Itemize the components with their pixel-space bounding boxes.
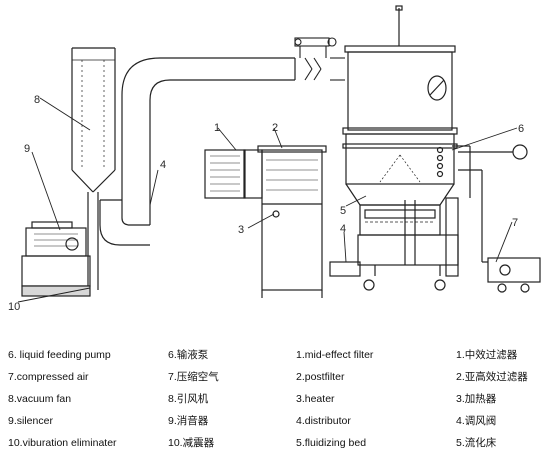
callout-3: 3 [238,224,244,236]
filter-heater-housing [204,145,327,298]
compressed-air-inlet [458,144,528,160]
legend-zh-9: 9.消音器 [168,414,209,427]
legend-en-1: 1.mid-effect filter [296,349,374,361]
legend-en-2: 2.postfilter [296,371,345,383]
legend-zh-4: 4.调风阀 [456,414,496,427]
damper-valve [294,37,345,81]
legend-zh-8: 8.引风机 [168,392,209,405]
callout-10: 10 [8,301,20,313]
legend-zh-6: 6.输液泵 [168,348,209,361]
legend: 6. liquid feeding pump 7.compressed air … [8,348,528,449]
legend-zh-7: 7.压缩空气 [168,370,219,383]
legend-zh-2: 2.亚高效过滤器 [456,370,528,383]
fluid-bed-dryer [329,5,471,291]
legend-en-10: 10.viburation eliminater [8,437,117,449]
callout-2: 2 [272,122,278,134]
legend-en-5: 5.fluidizing bed [296,437,366,449]
legend-en-6: 6. liquid feeding pump [8,349,111,361]
exhaust-duct [87,57,296,290]
callout-7: 6 [518,123,524,135]
callout-4-upper: 4 [160,159,166,171]
legend-zh-5: 5.流化床 [456,436,497,449]
legend-en-9: 9.silencer [8,415,53,427]
legend-en-4: 4.distributor [296,415,351,427]
legend-zh-10: 10.减震器 [168,437,215,449]
legend-en-7: 7.compressed air [8,371,89,383]
silencer [71,47,116,193]
vacuum-fan [21,221,91,297]
callout-6: 7 [512,217,518,229]
callout-5: 5 [340,205,346,217]
callout-1: 1 [214,122,220,134]
legend-zh-1: 1.中效过滤器 [456,348,518,361]
legend-en-8: 8.vacuum fan [8,393,71,405]
callout-labels: 8 9 4 1 2 3 5 4 6 7 10 [8,94,524,313]
legend-en-3: 3.heater [296,393,335,405]
callout-9: 8 [34,94,40,106]
callout-8: 9 [24,143,30,155]
legend-zh-3: 3.加热器 [456,392,497,405]
liquid-feeding-pump [458,169,541,293]
leader-lines [17,97,518,303]
callout-4-lower: 4 [340,223,346,235]
